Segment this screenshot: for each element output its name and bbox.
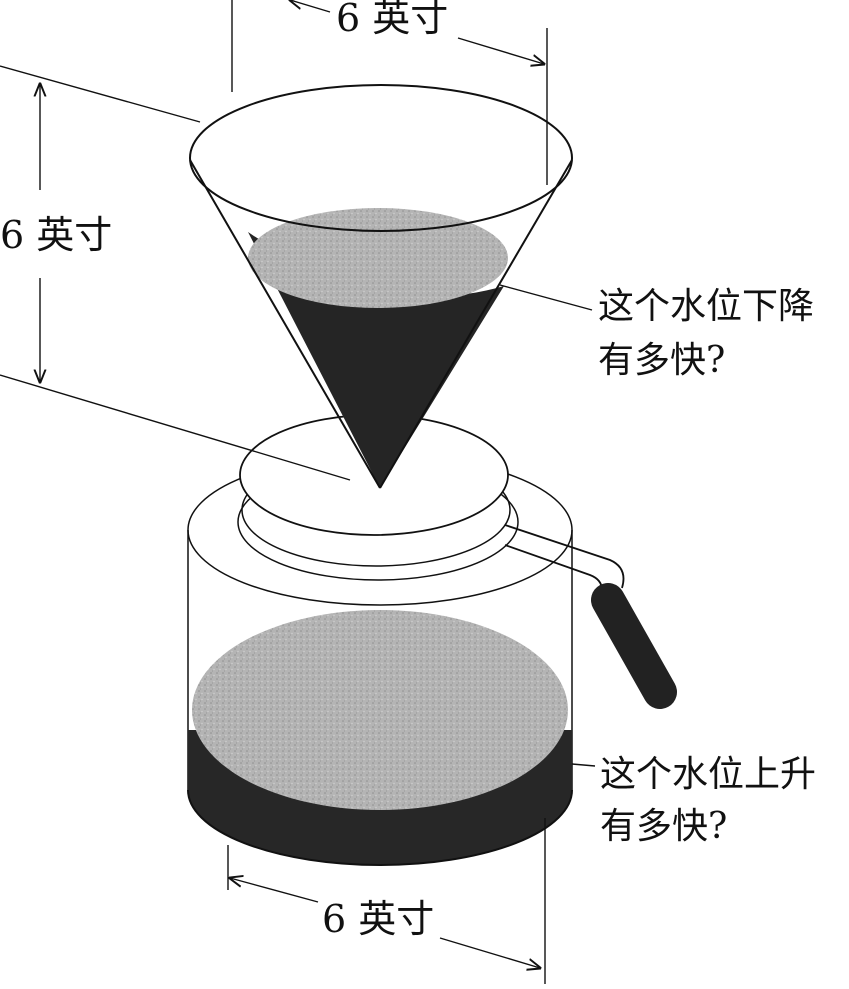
cone-height-ext-top [0,65,201,123]
labels: 6 英寸 6 英寸 6 英寸 这个水位下降 有多快? 这个水位上升 有多快? [0,0,816,941]
handle-arm [504,524,625,593]
handle-grip [591,583,677,709]
pot-question-line1: 这个水位上升 [600,754,816,795]
pot-width-label: 6 英寸 [322,897,434,941]
pot-callout-leader [571,763,596,767]
dimension-lines [0,0,596,984]
cone-height-label: 6 英寸 [0,213,112,257]
pot-bottom-edge [187,789,573,866]
top-arrow-right [457,37,544,64]
cone-rim [189,84,573,232]
pot [187,454,573,866]
cone-height-ext-bottom [0,374,351,481]
bottom-arrow-right [439,937,540,968]
cone-question-line2: 有多快? [598,340,725,381]
pot-liquid-surface [192,610,568,810]
cone-callout-leader [499,284,593,311]
cone-liquid-surface [248,208,508,308]
cone-left-edge [189,159,381,489]
cone-right-edge [379,159,573,489]
cone-question-line1: 这个水位下降 [598,286,814,327]
bottom-arrow-left [230,878,319,903]
top-arrow-left [290,0,331,13]
filter-cone [189,84,573,489]
pot-question-line2: 有多快? [600,806,727,847]
top-width-label: 6 英寸 [336,0,448,40]
